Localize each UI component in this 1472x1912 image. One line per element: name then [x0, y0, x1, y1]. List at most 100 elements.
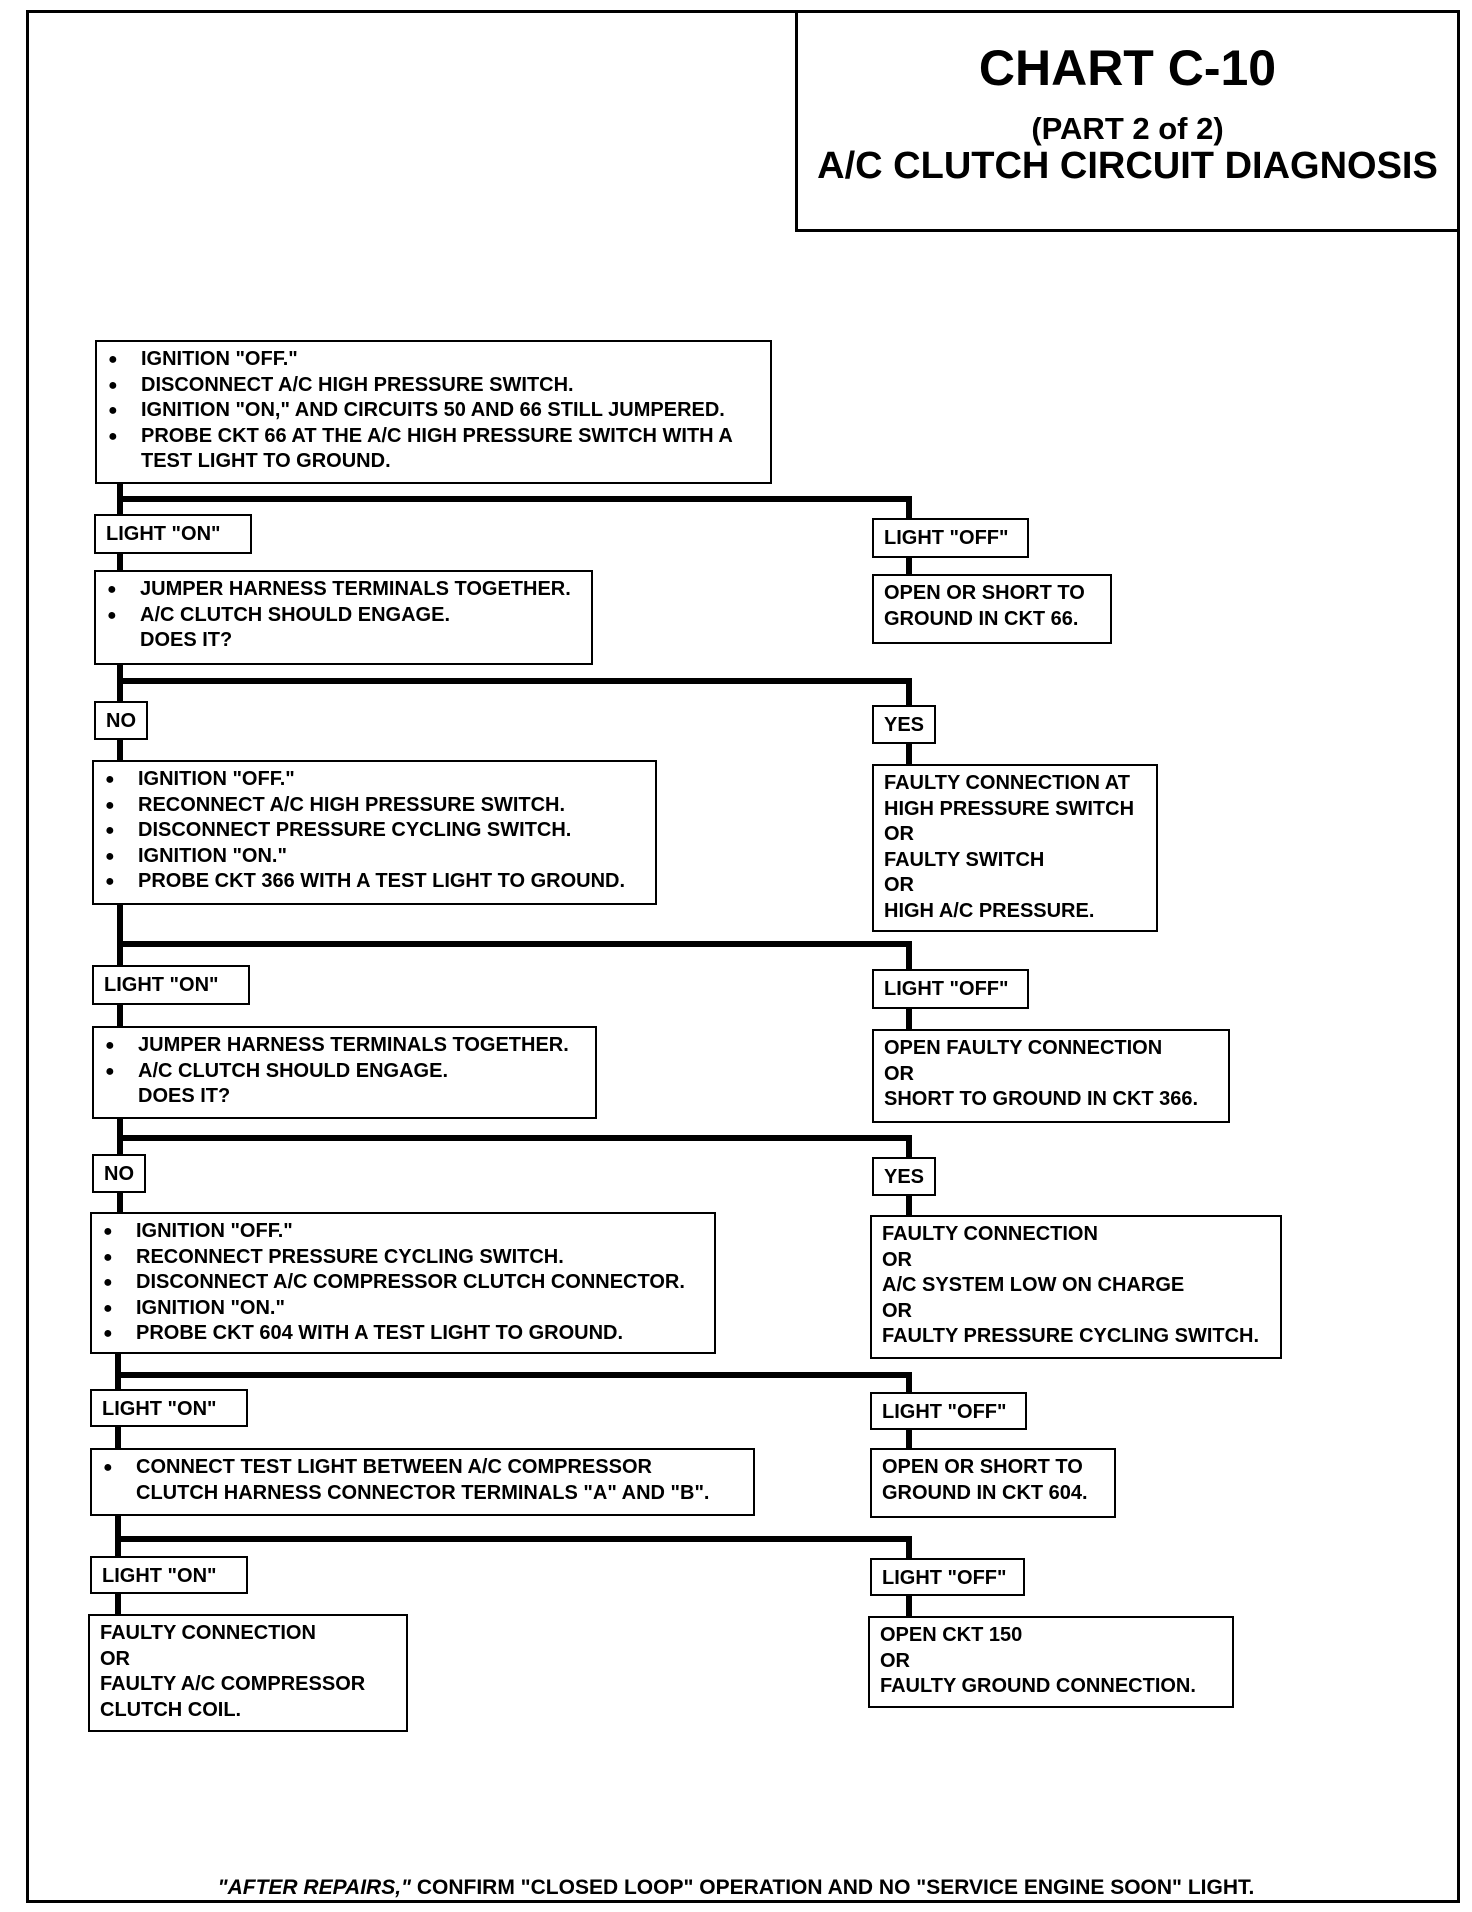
result-line: OPEN OR SHORT TO: [884, 582, 1085, 604]
step-item: DISCONNECT PRESSURE CYCLING SWITCH.: [104, 818, 647, 844]
page-frame: [26, 10, 1460, 1903]
branch-label-yes: YES: [872, 705, 936, 744]
step-item: PROBE CKT 66 AT THE A/C HIGH PRESSURE SW…: [107, 424, 762, 450]
connector-line: [906, 1007, 912, 1031]
branch-label-no: NO: [92, 1154, 146, 1193]
step-item: DISCONNECT A/C COMPRESSOR CLUTCH CONNECT…: [102, 1270, 706, 1296]
connector-line: [906, 1536, 912, 1560]
step-item: A/C CLUTCH SHOULD ENGAGE.: [106, 603, 583, 629]
chart-title: CHART C-10: [978, 40, 1277, 96]
step-item-continuation: CLUTCH HARNESS CONNECTOR TERMINALS "A" A…: [136, 1481, 710, 1504]
step-item: IGNITION "OFF.": [107, 347, 762, 373]
connector-line: [117, 678, 912, 684]
result-line: HIGH A/C PRESSURE.: [884, 899, 1095, 922]
result-line: OPEN CKT 150: [880, 1624, 1023, 1646]
connector-line: [117, 941, 912, 947]
connector-line: [117, 496, 912, 502]
branch-label-light-off: LIGHT "OFF": [870, 1392, 1027, 1430]
connector-line: [117, 1001, 123, 1029]
step-box: JUMPER HARNESS TERMINALS TOGETHER. A/C C…: [94, 570, 593, 665]
step-item: IGNITION "OFF.": [102, 1219, 706, 1245]
result-line: OR: [880, 1649, 910, 1672]
result-line: FAULTY CONNECTION AT: [884, 772, 1130, 794]
result-line: OR: [884, 823, 914, 845]
connector-line: [906, 1428, 912, 1450]
connector-line: [115, 1424, 121, 1450]
chart-heading: A/C CLUTCH CIRCUIT DIAGNOSIS: [817, 145, 1438, 187]
result-box: FAULTY CONNECTION AT HIGH PRESSURE SWITC…: [872, 764, 1158, 932]
connector-line: [115, 1372, 912, 1378]
connector-line: [906, 1372, 912, 1396]
branch-label-yes: YES: [872, 1157, 936, 1196]
connector-line: [906, 496, 912, 518]
connector-line: [115, 1592, 121, 1616]
result-box: OPEN CKT 150 OR FAULTY GROUND CONNECTION…: [868, 1616, 1234, 1708]
step-item: IGNITION "ON.": [102, 1296, 706, 1322]
result-line: FAULTY PRESSURE CYCLING SWITCH.: [882, 1325, 1260, 1347]
result-line: OR: [100, 1647, 130, 1670]
result-box: OPEN OR SHORT TO GROUND IN CKT 66.: [872, 574, 1112, 644]
step-item: JUMPER HARNESS TERMINALS TOGETHER.: [106, 577, 583, 603]
branch-label-light-off: LIGHT "OFF": [872, 518, 1029, 558]
result-line: FAULTY GROUND CONNECTION.: [880, 1675, 1196, 1697]
connector-line: [906, 941, 912, 973]
step-item: A/C CLUTCH SHOULD ENGAGE.: [104, 1059, 587, 1085]
result-line: HIGH PRESSURE SWITCH: [884, 797, 1135, 820]
connector-line: [115, 1536, 912, 1542]
step-item: PROBE CKT 604 WITH A TEST LIGHT TO GROUN…: [102, 1321, 706, 1347]
chart-subtitle: (PART 2 of 2): [1031, 111, 1224, 146]
step-item-continuation: TEST LIGHT TO GROUND.: [141, 450, 391, 472]
footer-emphasis: "AFTER REPAIRS,": [217, 1876, 412, 1899]
step-item: JUMPER HARNESS TERMINALS TOGETHER.: [104, 1033, 587, 1059]
branch-label-light-on: LIGHT "ON": [90, 1556, 248, 1594]
step-item-continuation: DOES IT?: [140, 629, 233, 651]
title-box: CHART C-10 (PART 2 of 2) A/C CLUTCH CIRC…: [795, 10, 1460, 232]
step-box: JUMPER HARNESS TERMINALS TOGETHER. A/C C…: [92, 1026, 597, 1119]
connector-line: [117, 738, 123, 762]
result-line: OPEN OR SHORT TO: [882, 1456, 1083, 1478]
result-line: OR: [884, 1062, 914, 1085]
result-line: OPEN FAULTY CONNECTION: [884, 1037, 1163, 1059]
step-item: IGNITION "ON.": [104, 844, 647, 870]
result-box: FAULTY CONNECTION OR FAULTY A/C COMPRESS…: [88, 1614, 408, 1732]
result-box: FAULTY CONNECTION OR A/C SYSTEM LOW ON C…: [870, 1215, 1282, 1359]
step-item: IGNITION "OFF.": [104, 767, 647, 793]
result-box: OPEN FAULTY CONNECTION OR SHORT TO GROUN…: [872, 1029, 1230, 1123]
step-box: IGNITION "OFF." RECONNECT A/C HIGH PRESS…: [92, 760, 657, 905]
step-item: PROBE CKT 366 WITH A TEST LIGHT TO GROUN…: [104, 869, 647, 895]
branch-label-light-on: LIGHT "ON": [94, 514, 252, 554]
connector-line: [906, 678, 912, 708]
connector-line: [117, 552, 123, 572]
connector-line: [117, 903, 123, 967]
result-line: FAULTY CONNECTION: [100, 1622, 316, 1644]
branch-label-no: NO: [94, 701, 148, 740]
result-line: OR: [882, 1248, 912, 1271]
footer-note: "AFTER REPAIRS," CONFIRM "CLOSED LOOP" O…: [0, 1876, 1472, 1900]
step-item: RECONNECT A/C HIGH PRESSURE SWITCH.: [104, 793, 647, 819]
connector-line: [906, 742, 912, 766]
result-line: OR: [884, 874, 914, 896]
step-box: IGNITION "OFF." DISCONNECT A/C HIGH PRES…: [95, 340, 772, 484]
connector-line: [117, 1190, 123, 1214]
result-line: CLUTCH COIL.: [100, 1698, 242, 1721]
result-line: FAULTY CONNECTION: [882, 1223, 1098, 1245]
branch-label-light-on: LIGHT "ON": [92, 965, 250, 1005]
step-box: IGNITION "OFF." RECONNECT PRESSURE CYCLI…: [90, 1212, 716, 1354]
connector-line: [115, 1351, 121, 1391]
result-line: SHORT TO GROUND IN CKT 366.: [884, 1088, 1199, 1110]
step-item: DISCONNECT A/C HIGH PRESSURE SWITCH.: [107, 373, 762, 399]
step-item: CONNECT TEST LIGHT BETWEEN A/C COMPRESSO…: [102, 1455, 745, 1481]
result-line: FAULTY A/C COMPRESSOR: [100, 1673, 366, 1695]
connector-line: [906, 1135, 912, 1159]
connector-line: [906, 1594, 912, 1618]
result-line: GROUND IN CKT 66.: [884, 607, 1079, 630]
step-item-continuation: DOES IT?: [138, 1085, 231, 1107]
branch-label-light-off: LIGHT "OFF": [872, 969, 1029, 1009]
step-item: RECONNECT PRESSURE CYCLING SWITCH.: [102, 1245, 706, 1271]
footer-text: CONFIRM "CLOSED LOOP" OPERATION AND NO "…: [411, 1876, 1255, 1899]
branch-label-light-on: LIGHT "ON": [90, 1389, 248, 1427]
result-line: A/C SYSTEM LOW ON CHARGE: [882, 1274, 1185, 1296]
connector-line: [906, 1194, 912, 1218]
result-box: OPEN OR SHORT TO GROUND IN CKT 604.: [870, 1448, 1116, 1518]
step-item: IGNITION "ON," AND CIRCUITS 50 AND 66 ST…: [107, 398, 762, 424]
